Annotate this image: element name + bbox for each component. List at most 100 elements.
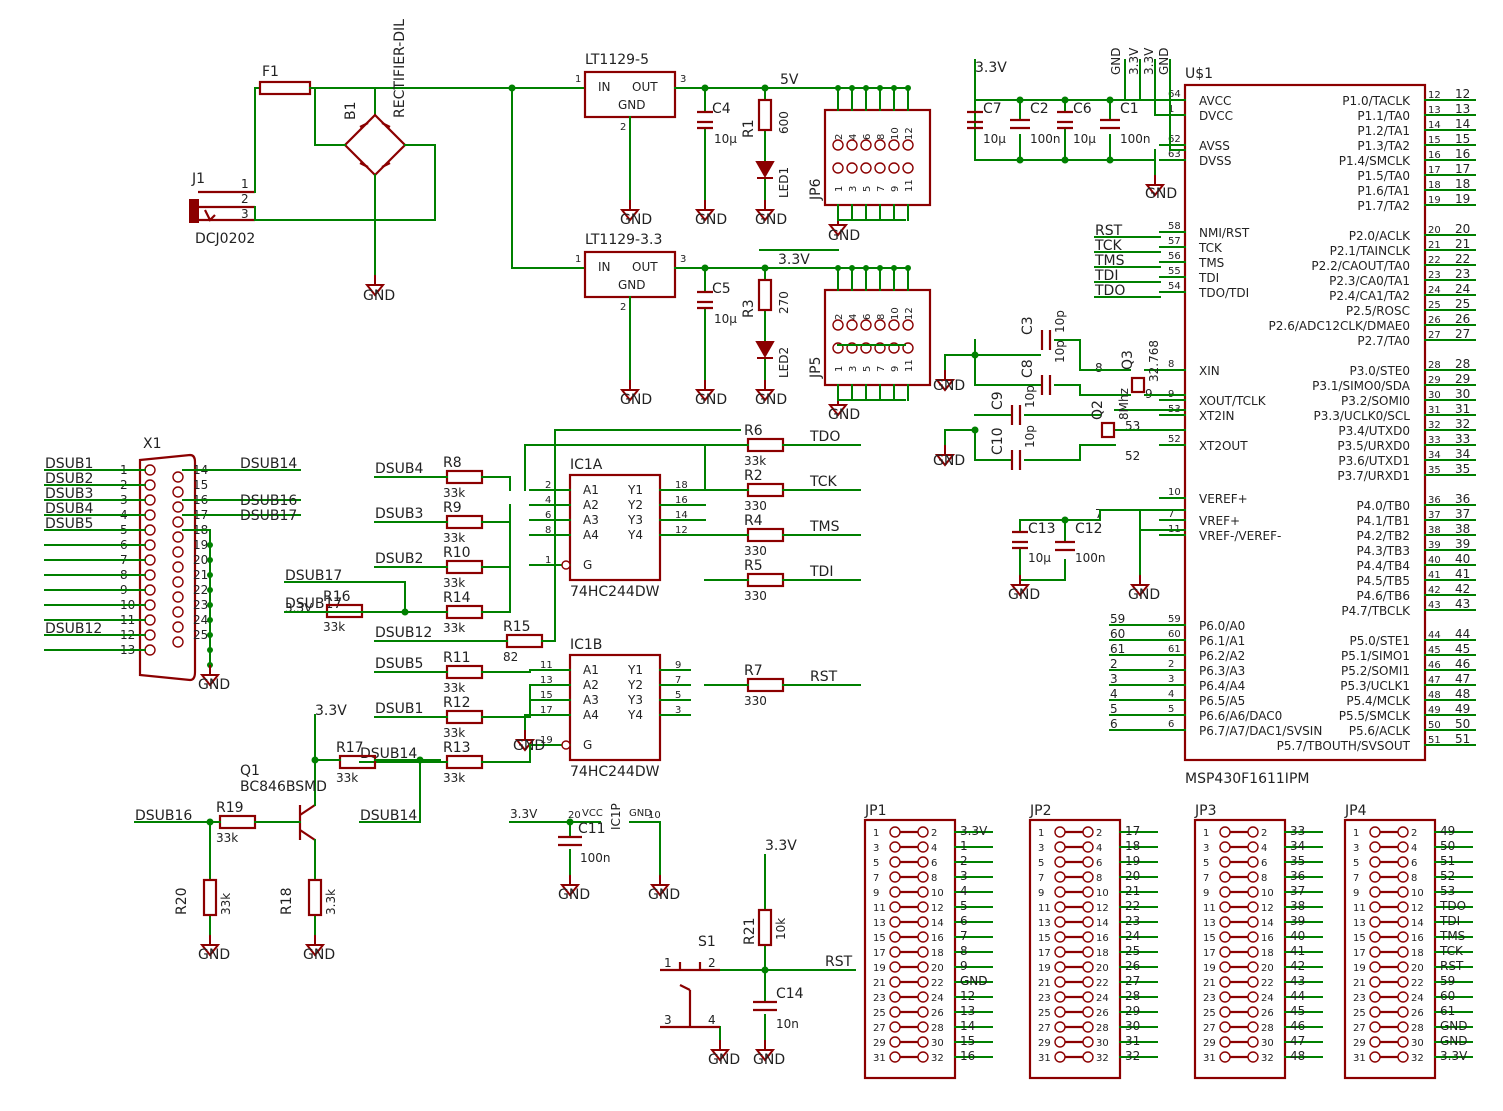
mcu-net-label: 33 xyxy=(1455,432,1470,446)
header-pin-number: 12 xyxy=(1261,903,1274,914)
mcu-net-label: 39 xyxy=(1455,537,1470,551)
resistor-value: 33k xyxy=(216,831,238,845)
mcu-pin-name: P3.4/UTXD0 xyxy=(1338,424,1410,438)
header-net-label: 47 xyxy=(1290,1034,1305,1048)
mcu-pin-number: 47 xyxy=(1428,675,1441,686)
cap-c4 xyxy=(697,110,713,130)
header-pin xyxy=(1369,1021,1381,1033)
header-pin-number: 18 xyxy=(1261,948,1274,959)
header-pin-number: 29 xyxy=(1038,1038,1051,1049)
jumper-pin-number: 3 xyxy=(848,186,859,192)
header-pin xyxy=(1082,931,1094,943)
gnd-label: GND xyxy=(558,887,590,903)
jumper-pin xyxy=(860,139,872,151)
header-pin-number: 8 xyxy=(931,873,937,884)
mcu-pin-name: VREF+ xyxy=(1199,514,1240,528)
mcu-net-label: 49 xyxy=(1455,702,1470,716)
mcu-msp430 xyxy=(1183,83,1427,762)
c11-label: C11 xyxy=(578,821,606,837)
header-net-label: 6 xyxy=(960,914,968,928)
mcu-pin-number: 48 xyxy=(1428,690,1441,701)
header-pin-number: 21 xyxy=(1038,978,1051,989)
mcu-net-label: 41 xyxy=(1455,567,1470,581)
c3-value: 10p xyxy=(1053,310,1067,333)
resistor xyxy=(445,664,484,680)
header-pin xyxy=(1219,826,1231,838)
net-label: TMS xyxy=(809,519,840,535)
dsub-pin xyxy=(144,554,156,566)
jumper-pin xyxy=(846,139,858,151)
header-net-label: 61 xyxy=(1440,1004,1455,1018)
resistor-value: 33k xyxy=(443,486,465,500)
buffer-pin-name: Y2 xyxy=(627,498,643,512)
resistor-label: R20 xyxy=(174,887,190,915)
led-led1 xyxy=(755,161,775,179)
c2-label: C2 xyxy=(1030,101,1049,117)
header-pin xyxy=(917,991,929,1003)
reg2-label: LT1129-3.3 xyxy=(585,232,662,248)
cap-c2 xyxy=(1010,118,1030,130)
mcu-net-label: TCK xyxy=(1094,238,1123,254)
mcu-pin-name: P5.3/UCLK1 xyxy=(1340,679,1410,693)
header-pin xyxy=(917,961,929,973)
mcu-pin-number: 46 xyxy=(1428,660,1441,671)
header-pin-number: 22 xyxy=(931,978,944,989)
resistor-label: R9 xyxy=(443,500,462,516)
mcu-net-label: 34 xyxy=(1455,447,1470,461)
header-pin xyxy=(1054,961,1066,973)
header-pin xyxy=(1397,1006,1409,1018)
jumper-pin-number: 2 xyxy=(834,314,845,320)
header-pin-number: 19 xyxy=(1038,963,1051,974)
header-pin xyxy=(889,886,901,898)
resistor-label: R11 xyxy=(443,650,471,666)
header-pin-number: 24 xyxy=(1411,993,1424,1004)
header-pin-number: 29 xyxy=(1353,1038,1366,1049)
header-pin-number: 12 xyxy=(931,903,944,914)
header-pin-number: 25 xyxy=(1038,1008,1051,1019)
header-pin-number: 10 xyxy=(1096,888,1109,899)
header-pin xyxy=(889,826,901,838)
mcu-net-label: 13 xyxy=(1455,102,1470,116)
mcu-pin-name: P5.2/SOMI1 xyxy=(1341,664,1410,678)
header-pin-number: 9 xyxy=(1203,888,1209,899)
header-pin-number: 18 xyxy=(931,948,944,959)
s1-pin-3: 3 xyxy=(664,1013,672,1027)
header-net-label: 22 xyxy=(1125,899,1140,913)
header-pin xyxy=(1247,961,1259,973)
header-net-label: 5 xyxy=(960,899,968,913)
header-pin-number: 7 xyxy=(1038,873,1044,884)
jumper-pin xyxy=(846,319,858,331)
junction xyxy=(891,265,897,271)
header-pin xyxy=(917,946,929,958)
header-pin-number: 26 xyxy=(931,1008,944,1019)
dsub-pin xyxy=(172,561,184,573)
header-pin xyxy=(1082,1051,1094,1063)
gnd-label: GND xyxy=(198,947,230,963)
resistor-label: R7 xyxy=(744,663,763,679)
header-net-label: 2 xyxy=(960,854,968,868)
header-pin-number: 28 xyxy=(1096,1023,1109,1034)
resistor-label: R4 xyxy=(744,513,763,529)
q2-value: 8Mhz xyxy=(1117,388,1131,420)
header-pin xyxy=(1247,931,1259,943)
header-pin-number: 15 xyxy=(1353,933,1366,944)
buffer-pin-number: 5 xyxy=(675,690,681,701)
wire xyxy=(182,469,301,671)
mcu-pin-name: P1.6/TA1 xyxy=(1357,184,1410,198)
header-pin xyxy=(1397,826,1409,838)
header-pin-number: 7 xyxy=(1203,873,1209,884)
pushbutton-s1[interactable] xyxy=(660,962,720,1029)
jumper-pin-number: 7 xyxy=(876,366,887,372)
header-pin-number: 21 xyxy=(1203,978,1216,989)
dsub-pin xyxy=(172,531,184,543)
mcu-net-label: 21 xyxy=(1455,237,1470,251)
header-net-label: 16 xyxy=(960,1049,975,1063)
buffer-pin-name: A2 xyxy=(583,498,599,512)
mcu-pin-number: 44 xyxy=(1428,630,1441,641)
